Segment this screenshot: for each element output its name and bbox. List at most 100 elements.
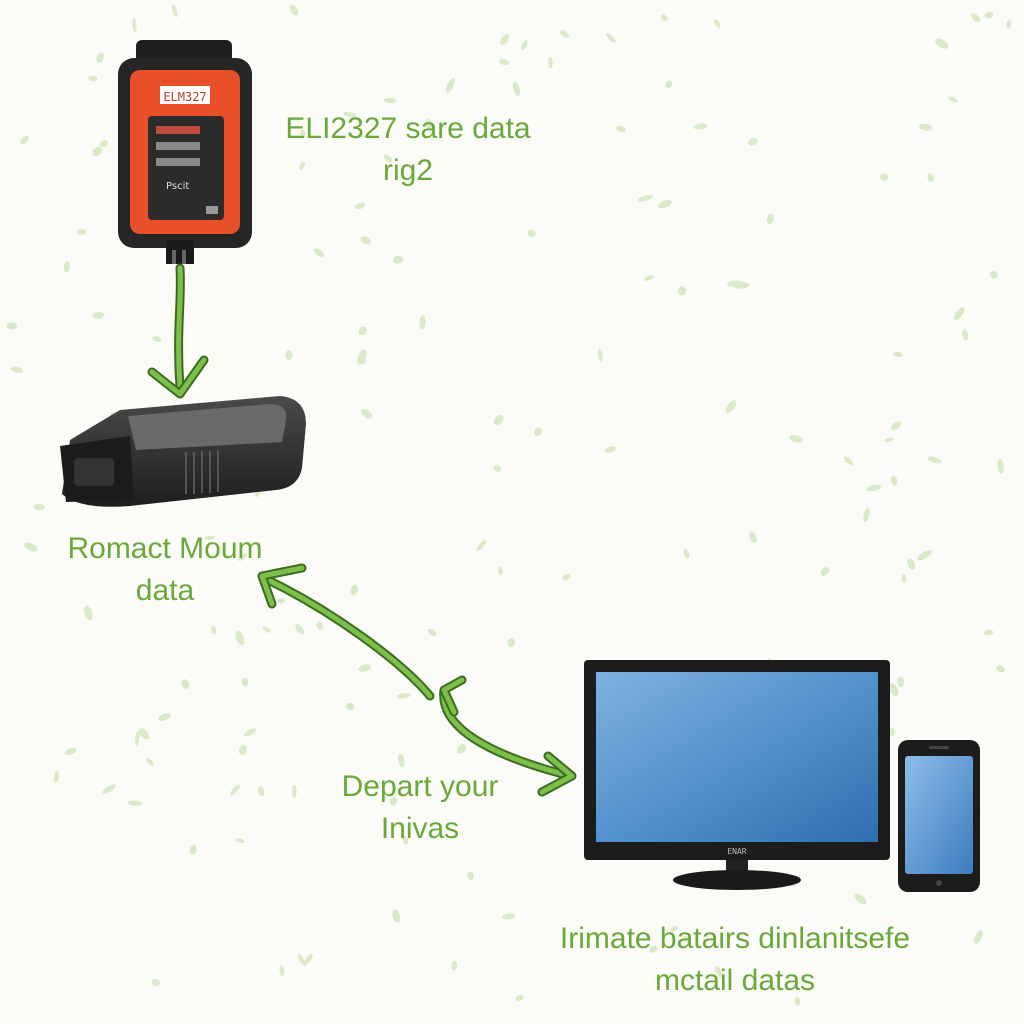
scanner-caption-line2: data [135, 574, 195, 607]
scanner-caption: Romact Moum data [30, 528, 300, 612]
leaf-decoration [766, 213, 774, 225]
leaf-decoration [996, 665, 1005, 673]
leaf-decoration [244, 728, 256, 737]
leaf-decoration [88, 75, 98, 82]
leaf-decoration [33, 503, 45, 511]
leaf-decoration [84, 605, 93, 621]
leaf-decoration [497, 566, 503, 576]
leaf-decoration [677, 286, 686, 296]
leaf-decoration [289, 4, 299, 16]
leaf-decoration [820, 567, 830, 576]
monitor-icon [584, 660, 890, 890]
leaf-decoration [498, 58, 510, 66]
handheld-scanner-icon [60, 396, 306, 507]
display-caption-line2: mctail datas [654, 964, 816, 997]
leaf-decoration [948, 96, 959, 103]
leaf-decoration [502, 913, 516, 920]
leaf-decoration [383, 154, 393, 163]
adapter-screen-label: Pscit [166, 181, 189, 192]
leaf-decoration [145, 757, 154, 766]
leaf-decoration [24, 542, 38, 552]
leaf-decoration [204, 535, 216, 540]
leaf-decoration [927, 456, 942, 464]
leaf-decoration [389, 796, 398, 806]
leaf-decoration [132, 18, 137, 33]
leaf-decoration [210, 625, 217, 635]
display-caption-line1: Irimate batairs dinlanitsefe [559, 922, 911, 955]
leaf-decoration [151, 978, 160, 987]
leaf-decoration [901, 574, 907, 583]
leaf-decoration [392, 909, 401, 923]
leaf-decoration [451, 960, 458, 971]
leaf-decoration [534, 427, 543, 436]
leaf-decoration [467, 871, 474, 881]
leaf-decoration [134, 731, 140, 746]
leaf-decoration [493, 465, 502, 472]
leaf-decoration [749, 531, 757, 544]
leaf-decoration [92, 146, 102, 157]
leaf-decoration [507, 638, 516, 648]
leaf-decoration [670, 925, 678, 933]
leaf-decoration [548, 56, 553, 69]
link-caption: Depart your Inivas [310, 766, 530, 850]
leaf-decoration [425, 118, 433, 132]
leaf-decoration [748, 137, 758, 146]
leaf-decoration [661, 14, 668, 22]
leaf-decoration [343, 112, 357, 118]
leaf-decoration [300, 129, 306, 138]
leaf-decoration [616, 125, 626, 133]
leaf-decoration [794, 996, 801, 1006]
leaf-decoration [360, 236, 371, 245]
leaf-decoration [304, 953, 313, 965]
leaf-decoration [637, 194, 653, 202]
leaf-decoration [402, 835, 409, 845]
leaf-decoration [171, 4, 178, 18]
scanner-caption-line1: Romact Moum [67, 532, 263, 565]
adapter-caption-line2: rig2 [382, 154, 434, 187]
adapter-brand-text: ELM327 [163, 90, 206, 104]
leaf-decoration [889, 727, 896, 736]
leaf-decoration [512, 81, 521, 96]
leaf-decoration [515, 994, 524, 1001]
leaf-decoration [917, 550, 932, 561]
leaf-decoration [658, 199, 672, 209]
adapter-caption-line1: ELI2327 sare data [285, 112, 531, 145]
leaf-decoration [521, 40, 528, 51]
leaf-decoration [6, 322, 18, 330]
leaf-decoration [346, 702, 355, 711]
leaf-decoration [235, 838, 245, 843]
leaf-decoration [350, 584, 358, 596]
leaf-decoration [683, 548, 690, 559]
leaf-decoration [358, 664, 371, 672]
leaf-decoration [863, 508, 870, 523]
leaf-decoration [476, 540, 487, 551]
leaf-decoration [427, 628, 437, 636]
leaf-decoration [384, 97, 397, 104]
monitor-brand-text: ENAR [727, 847, 746, 856]
leaf-decoration [962, 329, 969, 341]
leaf-decoration [358, 326, 367, 336]
leaf-decoration [935, 38, 949, 49]
leaf-decoration [789, 434, 803, 443]
leaf-decoration [355, 202, 366, 210]
link-caption-line2: Inivas [380, 812, 460, 845]
smartphone-icon [898, 740, 980, 892]
leaf-decoration [1006, 20, 1012, 29]
leaf-decoration [292, 784, 297, 798]
leaf-decoration [419, 315, 426, 330]
leaf-decoration [138, 728, 150, 740]
leaf-decoration [96, 52, 105, 63]
leaf-decoration [295, 624, 305, 635]
leaf-decoration [682, 935, 692, 943]
leaf-decoration [189, 844, 197, 855]
leaf-decoration [500, 33, 510, 45]
leaf-decoration [92, 311, 104, 319]
leaf-decoration [76, 228, 86, 235]
leaf-decoration [997, 458, 1004, 474]
leaf-decoration [606, 33, 616, 43]
leaf-decoration [597, 348, 603, 362]
leaf-decoration [890, 475, 898, 486]
bidirectional-arrow-icon [257, 563, 577, 797]
leaf-decoration [843, 456, 853, 466]
